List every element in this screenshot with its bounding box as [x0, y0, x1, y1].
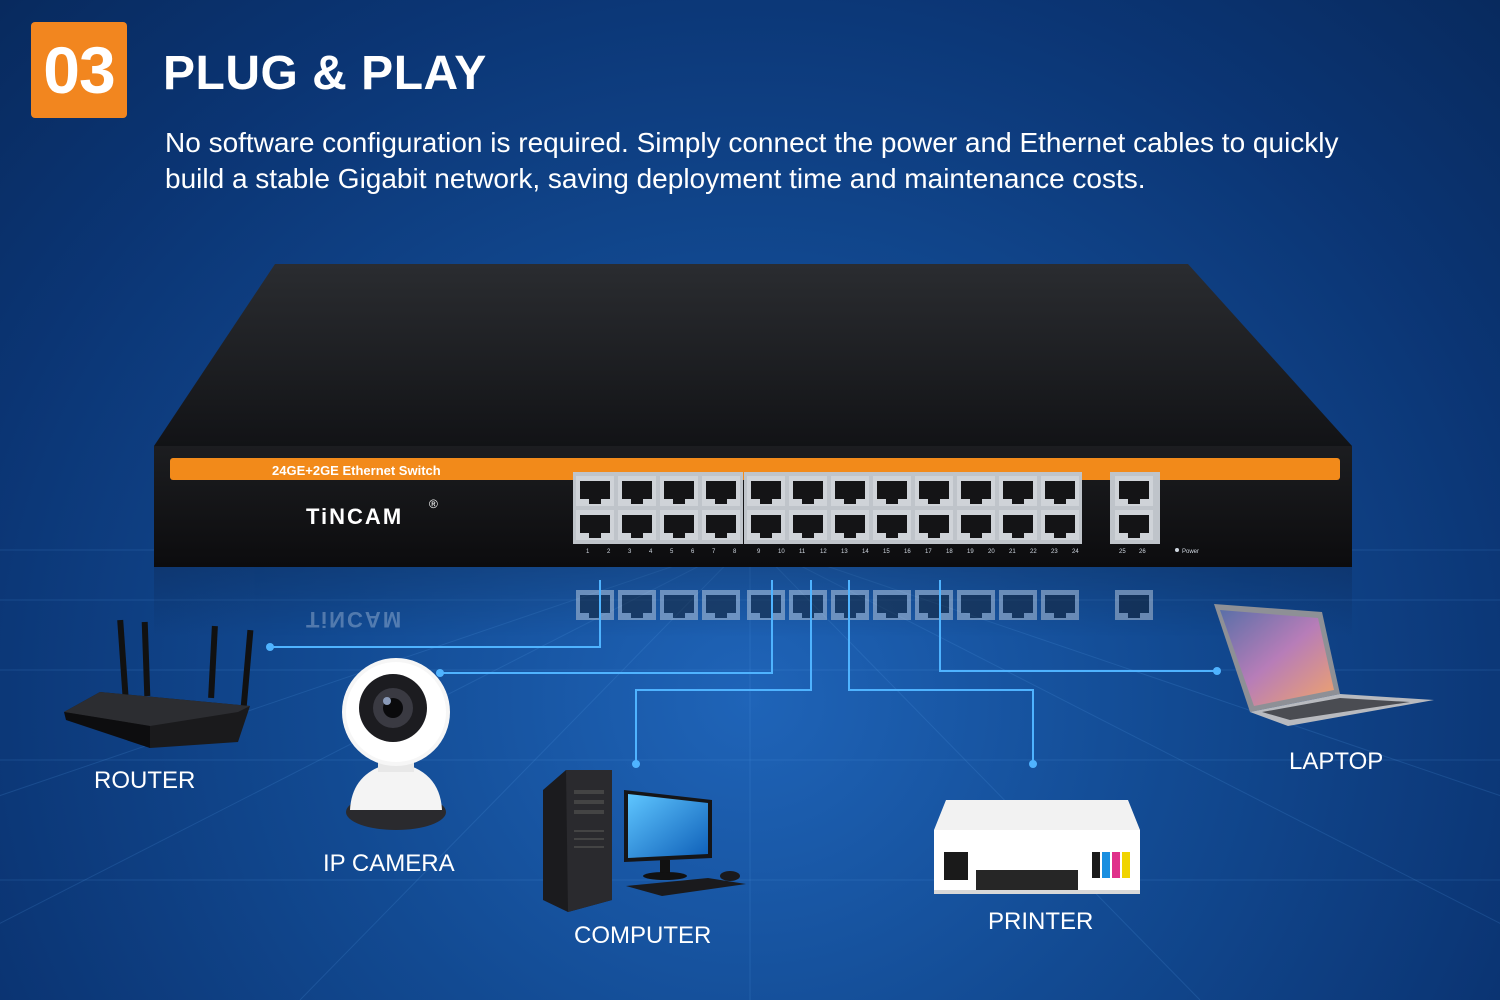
port-number: 17 [925, 549, 932, 555]
ip-camera-image [342, 658, 450, 830]
switch-brand-logo: TiNCAM [306, 504, 403, 529]
power-label: Power [1182, 549, 1199, 555]
rj45-port-reflection [747, 590, 785, 620]
port-number: 20 [988, 549, 995, 555]
port-number: 22 [1030, 549, 1037, 555]
port-number: 9 [757, 549, 761, 555]
router-label: ROUTER [94, 767, 196, 794]
rj45-port [576, 510, 614, 540]
port-number: 3 [628, 549, 632, 555]
page-title: PLUG & PLAY [163, 47, 487, 100]
camera-connector [440, 580, 773, 674]
rj45-port-reflection [702, 590, 740, 620]
rj45-port [747, 476, 785, 506]
port-number: 11 [799, 549, 806, 555]
rj45-port [618, 476, 656, 506]
port-number: 1 [586, 549, 590, 555]
rj45-port-reflection [1041, 590, 1079, 620]
rj45-port-reflection [618, 590, 656, 620]
port-number: 4 [649, 549, 653, 555]
rj45-port [702, 476, 740, 506]
laptop-label: LAPTOP [1289, 748, 1384, 775]
rj45-port [618, 510, 656, 540]
rj45-port-reflection [576, 590, 614, 620]
rj45-port-reflection [915, 590, 953, 620]
router-connector [270, 580, 601, 648]
rj45-port [789, 510, 827, 540]
rj45-port [831, 510, 869, 540]
switch-model-label: 24GE+2GE Ethernet Switch [272, 463, 441, 478]
port-number: 10 [778, 549, 785, 555]
port-number: 7 [712, 549, 716, 555]
rj45-port [660, 510, 698, 540]
uplink-port [1115, 476, 1153, 506]
rj45-port [660, 476, 698, 506]
rj45-port [831, 476, 869, 506]
uplink-port-reflection [1115, 590, 1153, 620]
computer-connector [635, 580, 812, 764]
port-number: 8 [733, 549, 737, 555]
rj45-port [873, 476, 911, 506]
rj45-port-reflection [999, 590, 1037, 620]
port-number: 15 [883, 549, 890, 555]
rj45-port [1041, 510, 1079, 540]
rj45-port [999, 476, 1037, 506]
rj45-port-reflection [957, 590, 995, 620]
ip-camera-label: IP CAMERA [323, 850, 455, 877]
rj45-port [999, 510, 1037, 540]
rj45-port-reflection [873, 590, 911, 620]
rj45-port [915, 510, 953, 540]
rj45-port [702, 510, 740, 540]
port-number: 19 [967, 549, 974, 555]
printer-image [934, 800, 1140, 894]
port-number: 5 [670, 549, 674, 555]
uplink-port [1115, 510, 1153, 540]
rj45-port [873, 510, 911, 540]
rj45-port [576, 476, 614, 506]
port-number: 26 [1139, 549, 1146, 555]
rj45-port [789, 476, 827, 506]
rj45-port-reflection [789, 590, 827, 620]
port-number: 18 [946, 549, 953, 555]
port-number: 6 [691, 549, 695, 555]
port-number: 21 [1009, 549, 1016, 555]
step-number-badge: 03 [31, 22, 127, 118]
port-number: 12 [820, 549, 827, 555]
rj45-port [915, 476, 953, 506]
router-image [64, 619, 254, 748]
computer-label: COMPUTER [574, 922, 712, 949]
computer-image [543, 770, 746, 912]
port-number: 25 [1119, 549, 1126, 555]
printer-label: PRINTER [988, 908, 1094, 935]
printer-connector [848, 580, 1034, 764]
connector-endpoints [266, 643, 1221, 768]
rj45-port-reflection [660, 590, 698, 620]
rj45-port [747, 510, 785, 540]
port-number: 16 [904, 549, 911, 555]
port-number: 23 [1051, 549, 1058, 555]
rj45-port-groups [573, 472, 1160, 544]
port-number: 13 [841, 549, 848, 555]
registered-mark: ® [429, 497, 438, 511]
laptop-image [1214, 604, 1434, 726]
brand-reflection: TiNCAM [306, 607, 403, 632]
connector-lines [270, 580, 1217, 764]
rj45-port [957, 510, 995, 540]
rj45-port [957, 476, 995, 506]
switch-reflection: TiNCAM [154, 567, 1352, 637]
rj45-port [1041, 476, 1079, 506]
laptop-connector [939, 580, 1217, 672]
page-description: No software configuration is required. S… [165, 127, 1339, 194]
switch-top-panel [154, 264, 1352, 446]
port-number: 2 [607, 549, 611, 555]
port-number: 14 [862, 549, 869, 555]
port-number: 24 [1072, 549, 1079, 555]
power-led [1175, 548, 1179, 552]
